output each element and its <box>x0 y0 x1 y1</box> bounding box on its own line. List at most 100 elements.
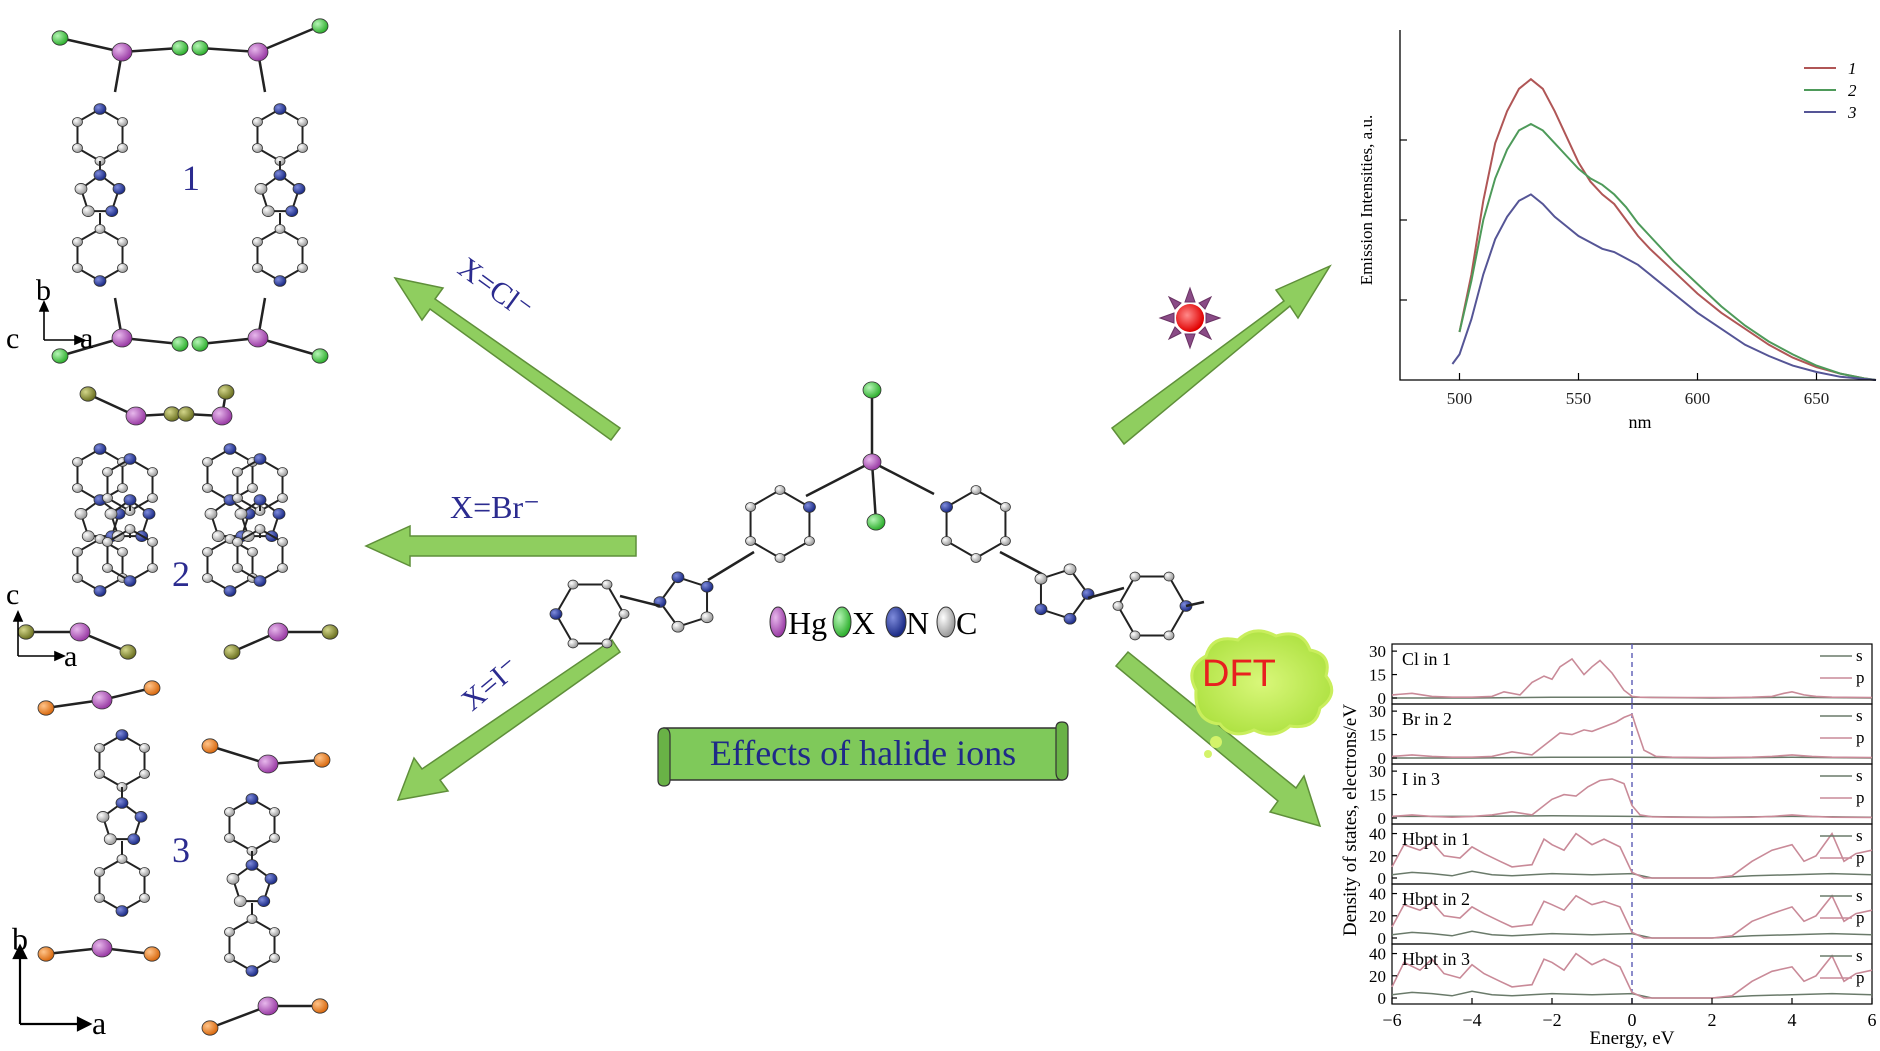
c-atom <box>700 611 714 624</box>
n-atom <box>257 895 271 907</box>
c-atom <box>269 807 280 817</box>
axis-1-c: c <box>6 322 19 355</box>
c-atom <box>147 467 158 477</box>
c-atom <box>1112 601 1124 611</box>
n-atom <box>803 501 816 513</box>
legend-c-swatch <box>936 606 956 638</box>
axis-3-b: b <box>12 921 28 957</box>
dos-panel-label: I in 3 <box>1402 769 1440 789</box>
c-atom <box>139 743 150 753</box>
c-atom <box>96 811 110 823</box>
cl-atom <box>191 336 209 352</box>
i-atom <box>143 680 161 696</box>
legend-p-label: p <box>1856 788 1865 807</box>
c-atom <box>224 953 235 963</box>
n-atom <box>93 443 107 455</box>
cl-atom <box>866 513 886 531</box>
structure-1-number: 1 <box>182 158 200 198</box>
dos-ytick-label: 0 <box>1378 809 1387 828</box>
legend-x: X <box>852 605 875 641</box>
c-atom <box>601 579 613 590</box>
emission-xlabel: nm <box>1628 412 1651 432</box>
c-atom <box>297 237 308 247</box>
c-atom <box>277 467 288 477</box>
cl-atom <box>51 30 69 46</box>
i-atom <box>201 738 219 754</box>
c-atom <box>774 553 786 563</box>
dos-ytick-label: 0 <box>1378 689 1387 708</box>
c-atom <box>247 483 258 493</box>
n-atom <box>253 575 267 587</box>
c-atom <box>147 493 158 503</box>
c-atom <box>102 467 113 477</box>
n-atom <box>273 169 287 181</box>
dos-ytick-label: 15 <box>1369 726 1386 745</box>
dos-ytick-label: 0 <box>1378 749 1387 768</box>
c-atom <box>601 638 613 649</box>
n-atom <box>93 275 107 287</box>
c-atom <box>618 609 630 619</box>
n-atom <box>93 585 107 597</box>
c-atom <box>103 833 117 845</box>
n-atom <box>700 580 714 593</box>
c-atom <box>277 493 288 503</box>
c-atom <box>269 833 280 843</box>
axis-1-a: a <box>80 322 93 355</box>
c-atom <box>117 143 128 153</box>
dos-panel-label: Hbpt in 2 <box>1402 889 1470 909</box>
c-atom <box>72 263 83 273</box>
c-atom <box>74 183 88 195</box>
c-atom <box>72 237 83 247</box>
hg-atom <box>111 42 133 62</box>
n-atom <box>93 169 107 181</box>
legend-c: C <box>956 605 977 641</box>
axis-2-a: a <box>64 640 77 673</box>
dos-xtick-label: 0 <box>1628 1010 1637 1030</box>
c-atom <box>72 547 83 557</box>
n-atom <box>115 797 129 809</box>
br-atom <box>217 384 235 400</box>
dos-ytick-label: 15 <box>1369 666 1386 685</box>
c-atom <box>1129 571 1141 582</box>
c-atom <box>261 205 275 217</box>
legend-n: N <box>906 605 929 641</box>
hg-atom <box>267 622 289 642</box>
dos-ytick-label: 30 <box>1369 642 1386 661</box>
c-atom <box>211 530 225 542</box>
n-atom <box>123 575 137 587</box>
c-atom <box>277 537 288 547</box>
hg-atom <box>862 453 882 471</box>
c-atom <box>274 224 286 234</box>
i-atom <box>37 700 55 716</box>
axis-3-a: a <box>92 1005 106 1041</box>
dft-cloud <box>1190 629 1334 758</box>
c-atom <box>72 573 83 583</box>
hg-atom <box>257 754 279 774</box>
n-atom <box>245 965 259 977</box>
effects-banner: Effects of halide ions <box>657 721 1069 787</box>
dos-ytick-label: 0 <box>1378 929 1387 948</box>
n-atom <box>142 508 156 520</box>
hg-atom <box>91 938 113 958</box>
c-atom <box>94 224 106 234</box>
c-atom <box>252 143 263 153</box>
n-atom <box>292 183 306 195</box>
br-atom <box>79 386 97 402</box>
c-atom <box>941 536 952 546</box>
c-atom <box>277 563 288 573</box>
c-atom <box>94 743 105 753</box>
label-x-br: X=Br⁻ <box>450 489 540 525</box>
dos-panel-label: Hbpt in 3 <box>1402 949 1470 969</box>
axis-1-b: b <box>36 274 51 307</box>
c-atom <box>224 927 235 937</box>
c-atom <box>102 493 113 503</box>
c-atom <box>567 638 579 649</box>
dos-xlabel: Energy, eV <box>1590 1028 1675 1049</box>
structure-1 <box>51 18 329 364</box>
dos-xtick-label: −4 <box>1462 1010 1481 1030</box>
c-atom <box>117 117 128 127</box>
